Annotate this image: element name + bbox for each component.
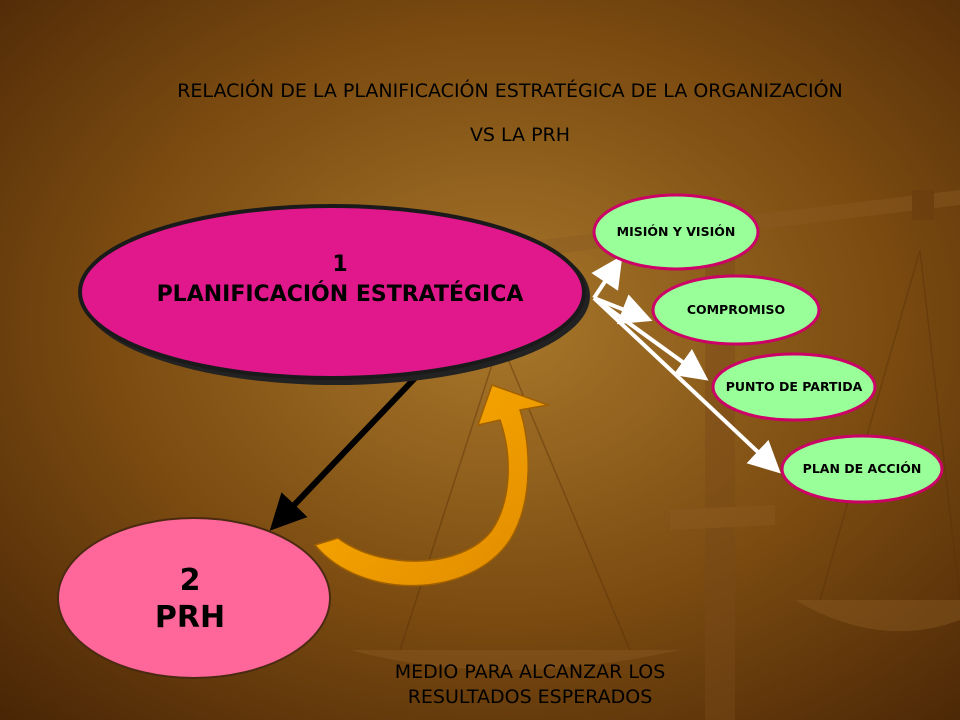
title-line-1: RELACIÓN DE LA PLANIFICACIÓN ESTRATÉGICA… (177, 80, 843, 102)
main-node-number: 1 (332, 252, 348, 277)
prh-node-label: PRH (154, 600, 226, 635)
bubble-compromiso (651, 274, 821, 346)
curved-feedback-arrow (313, 384, 551, 587)
main-node-label: PLANIFICACIÓN ESTRATÉGICA (156, 282, 524, 307)
bubble-plan-label: PLAN DE ACCIÓN (802, 461, 922, 476)
bubble-plan (780, 434, 944, 504)
footer-line-2: RESULTADOS ESPERADOS (407, 686, 653, 708)
bubble-punto (711, 352, 877, 422)
footer-caption: MEDIO PARA ALCANZAR LOS RESULTADOS ESPER… (340, 660, 720, 710)
bubble-mision (592, 193, 760, 271)
prh-node-number: 2 (179, 563, 201, 598)
main-ellipse (78, 204, 586, 380)
main-to-prh-arrow (269, 375, 418, 531)
bubble-compromiso-label: COMPROMISO (686, 302, 786, 317)
prh-ellipse (57, 517, 331, 679)
bubble-mision-label: MISIÓN Y VISIÓN (616, 224, 736, 239)
footer-line-1: MEDIO PARA ALCANZAR LOS (394, 661, 666, 683)
branch-arrows (591, 255, 781, 474)
title-line-2: VS LA PRH (469, 124, 571, 146)
bubble-punto-label: PUNTO DE PARTIDA (725, 379, 863, 394)
